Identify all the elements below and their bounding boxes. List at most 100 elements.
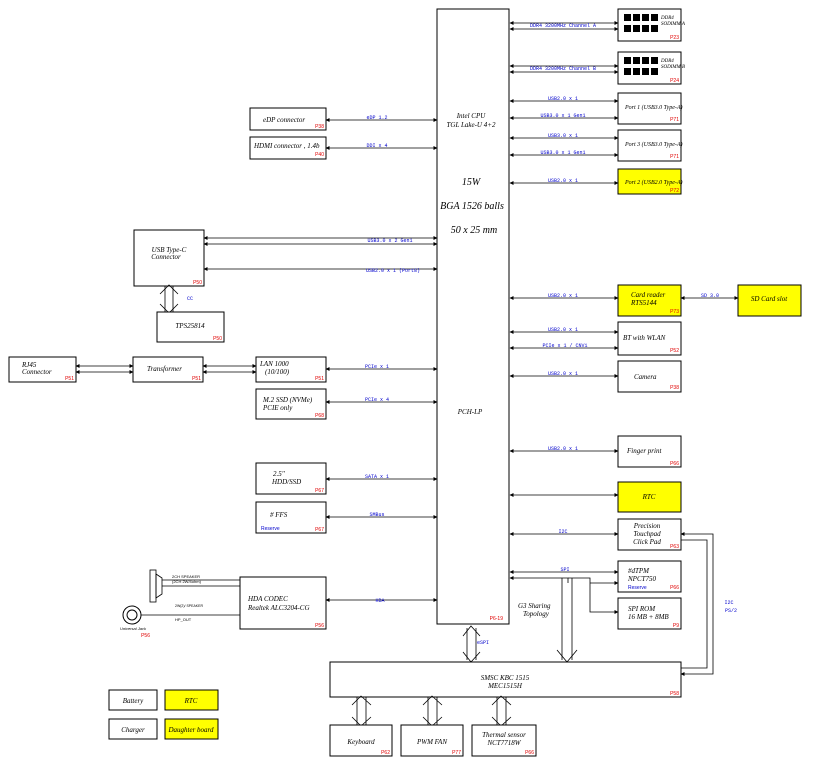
- card-page: P73: [670, 309, 679, 315]
- tps-label: TPS25814: [175, 322, 205, 330]
- hda-title: HDA CODEC: [247, 595, 288, 603]
- ec-down-links: [351, 695, 512, 727]
- transformer-label: Transformer: [147, 365, 182, 373]
- port2-bus: USB2.0 x 1: [548, 178, 578, 184]
- spirom-subtitle: 16 MB + 8MB: [628, 613, 669, 621]
- touchpad-page: P63: [670, 544, 679, 550]
- cpu-subtitle: TGL Lake-U 4+2: [447, 121, 496, 129]
- legend-battery: Battery: [123, 697, 144, 705]
- ddr-a-link: DDR4 3200MHz Channel A: [509, 21, 619, 31]
- dtpm-reserve: Reserve: [628, 585, 647, 591]
- lan-bus: PCIe x 1: [365, 364, 389, 370]
- hdd-box: 2.5" HDD/SSD P67: [255, 462, 327, 495]
- i2c-label: I2C: [724, 600, 733, 606]
- i2c-ps2-link: I2C PS/2: [680, 532, 737, 676]
- usbc-links: USB3.0 x 2 Gen1 USB2.0 x 1 (Port8): [203, 236, 438, 274]
- rtc-label: RTC: [642, 493, 656, 501]
- keyboard-label: Keyboard: [346, 738, 375, 746]
- dtpm-subtitle: NPCT750: [627, 575, 657, 583]
- hdmi-box: HDMI connector , 1.4b P40: [249, 136, 327, 160]
- legend: Battery RTC Charger Daughter board: [108, 689, 219, 740]
- edp-label: eDP connector: [263, 116, 305, 124]
- card-bus: USB2.0 x 1: [548, 293, 578, 299]
- rtc-box: RTC: [617, 481, 682, 513]
- touchpad-subtitle: Touchpad: [633, 530, 661, 538]
- finger-print-box: Finger print P66: [617, 435, 682, 468]
- card-title: Card reader: [631, 291, 666, 299]
- lan-subtitle: (10/100): [265, 368, 290, 376]
- bt-page: P52: [670, 348, 679, 354]
- edp-link: eDP 1.2: [325, 115, 438, 122]
- pch-label: PCH-LP: [457, 408, 483, 416]
- touchpad-box: Precision Touchpad Click Pad P63: [617, 518, 682, 551]
- finger-link: USB2.0 x 1: [509, 446, 619, 453]
- hda-link: HDA: [325, 598, 438, 604]
- ps2-label: PS/2: [725, 608, 737, 614]
- port3-box: Port 3 (USB3.0 Type-A) P71: [617, 129, 683, 162]
- sd-bus: SD 3.0: [701, 293, 719, 299]
- fan-box: PWM FAN P77: [400, 724, 464, 757]
- hdd-page: P67: [315, 488, 324, 494]
- usbc-subtitle: Connector: [151, 253, 181, 261]
- port2-label: Port 2 (USB2.0 Type-A): [624, 179, 683, 186]
- usbc-bus2: USB2.0 x 1 (Port8): [366, 268, 420, 274]
- fan-label: PWM FAN: [416, 738, 447, 746]
- jack-page: P56: [141, 633, 150, 639]
- cpu-power: 15W: [462, 177, 482, 188]
- ffs-box: # FFS Reserve P67: [255, 501, 327, 534]
- hdmi-label: HDMI connector , 1.4b: [253, 142, 320, 150]
- camera-bus: USB2.0 x 1: [548, 371, 578, 377]
- rj45-subtitle: Connector: [22, 368, 52, 376]
- rj45-page: P51: [65, 376, 74, 382]
- ffs-page: P67: [315, 527, 324, 533]
- lan-link: PCIe x 1: [325, 364, 438, 371]
- thermal-box: Thermal sensor NCT7718W P66: [471, 724, 537, 757]
- port2-box: Port 2 (USB2.0 Type-A) P72: [617, 168, 683, 195]
- rj45-title: RJ45: [21, 361, 37, 369]
- transformer-lan-link: [202, 364, 257, 374]
- dtpm-page: P66: [670, 585, 679, 591]
- dimm-chips-b-icon: [624, 57, 658, 75]
- cpu-page: P6-19: [490, 616, 504, 622]
- bt-wlan-box: BT with WLAN P52: [617, 321, 682, 356]
- edp-box: eDP connector P38: [249, 107, 327, 131]
- ec-box: SMSC KBC 1515 MEC1515H P58: [329, 661, 682, 698]
- bt-label: BT with WLAN: [623, 334, 666, 342]
- port2-link: USB2.0 x 1: [509, 178, 619, 185]
- cpu-block: Intel CPU TGL Lake-U 4+2 15W BGA 1526 ba…: [436, 8, 510, 625]
- hdd-subtitle: HDD/SSD: [271, 478, 301, 486]
- lan-page: P51: [315, 376, 324, 382]
- usbc-bus1: USB3.0 x 2 Gen1: [367, 238, 412, 244]
- card-subtitle: RTS5144: [630, 299, 657, 307]
- m2-page: P68: [315, 413, 324, 419]
- hda-box: HDA CODEC Realtek ALC3204-CG P56: [239, 576, 327, 630]
- cpu-size: 50 x 25 mm: [451, 225, 497, 236]
- espi-label: eSPI: [477, 640, 489, 646]
- camera-box: Camera P38: [617, 360, 682, 393]
- bt-bus1: USB2.0 x 1: [548, 327, 578, 333]
- port3-links: USB3.0 x 1 USB3.0 x 1 Gen1: [509, 133, 619, 157]
- thermal-page: P66: [525, 750, 534, 756]
- ffs-link: SMBus: [325, 512, 438, 519]
- touchpad-subtitle2: Click Pad: [633, 538, 661, 546]
- speaker-note: 2W(2)/ SPEAKER: [175, 604, 203, 608]
- keyboard-box: Keyboard P62: [329, 724, 393, 757]
- g3-line2: Topology: [523, 610, 550, 618]
- camera-label: Camera: [634, 373, 657, 381]
- finger-label: Finger print: [626, 447, 662, 455]
- spirom-page: P9: [673, 623, 679, 629]
- hdmi-link: DDI x 4: [325, 143, 438, 150]
- edp-bus: eDP 1.2: [366, 115, 387, 121]
- cpu-title: Intel CPU: [456, 112, 487, 120]
- fan-page: P77: [452, 750, 461, 756]
- port2-page: P72: [670, 188, 679, 194]
- tps-box: TPS25814 P50: [156, 311, 225, 343]
- ddr-b-bus-label: DDR4 3200MHz Channel B: [530, 66, 596, 72]
- headphone-jack-icon: [122, 605, 240, 625]
- ec-page: P58: [670, 691, 679, 697]
- speaker-icon: [149, 569, 240, 603]
- port1-bus2: USB3.0 x 1 Gen1: [540, 113, 585, 119]
- ddr-b-link: DDR4 3200MHz Channel B: [509, 64, 619, 74]
- spi-links: SPI: [509, 567, 619, 663]
